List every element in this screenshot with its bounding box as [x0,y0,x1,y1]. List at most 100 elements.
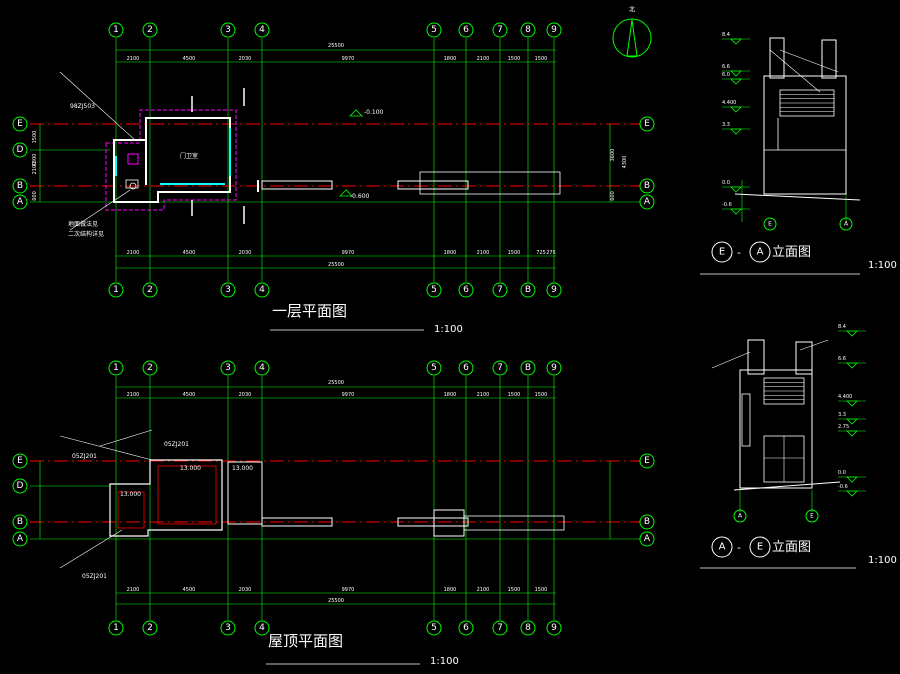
p1-axis-label-bottom: 4 [259,285,265,295]
p1-dim-right: 3600 [610,149,616,162]
p1-dim-bottom: 1500 [508,250,521,256]
plan1-room-label: 门卫室 [180,152,198,160]
p2-axis-bubble-bottom [254,620,270,636]
p2-row-label: B [644,517,650,527]
p1-dim-top: 1500 [535,56,548,62]
plan1-toilet-fixture [127,153,139,165]
elev1-leader-2 [779,49,839,73]
p1-row-label: A [17,197,24,207]
p2-axis-bubble-bottom [546,620,562,636]
plan2-scale: 1:100 [430,656,459,667]
p2-row-label: E [17,456,23,466]
north-arrow-pointer-icon [626,19,638,57]
p2-axis-label-bottom: 6 [463,623,469,633]
level-value: 0.0 [722,180,730,186]
north-label: 北 [629,6,635,14]
p2-axis-bubble-bottom [492,620,508,636]
p2-dim-bottom: 2030 [239,587,252,593]
plan1-gate-track [419,171,561,195]
plan1-drain-icon [129,182,137,190]
p2-axis-bubble-bottom [426,620,442,636]
level-value: 4.400 [838,394,852,400]
p2-axis-bubble-top [546,360,562,376]
elev2-axis-bubble-E [805,509,819,523]
elev2-title-to: E [757,542,763,553]
elev1-title-dash: - [737,246,741,259]
p1-row-bubble [12,116,28,132]
p2-row-bubble [12,514,28,530]
plan2-level-2: 13.000 [180,465,201,472]
p2-axis-bubble-top [520,360,536,376]
elev2-title: 立面图 [772,540,811,555]
plan2-total-bottom: 25500 [328,598,344,604]
p1-axis-bubble-bottom [546,282,562,298]
ground-floor-plan: -0.100 -0.600 98ZJ503 地面做法见 二次结构详见 门卫室 2… [12,22,655,335]
p2-row-label: B [17,517,23,527]
level-value: 0.0 [838,470,846,476]
p2-dim-top: 2030 [239,392,252,398]
p2-axis-label-bottom: 5 [431,623,437,633]
p2-dim-bottom: 1800 [444,587,457,593]
p1-axis-label-top: 1 [113,25,119,35]
p1-row-bubble [12,178,28,194]
p1-dim-top: 2100 [477,56,490,62]
elev1-title: 立面图 [772,245,811,260]
level-value: 6.6 [838,356,846,362]
p1-axis-bubble-top [220,22,236,38]
p1-dim-right: 4300 [622,156,628,169]
p1-dim-bottom: 2030 [239,250,252,256]
p2-axis-bubble-bottom [108,620,124,636]
level-value: 8.4 [722,32,730,38]
elev1-title-from: E [719,247,725,258]
p2-axis-label-bottom: 3 [225,623,231,633]
p1-axis-label-bottom: 6 [463,285,469,295]
p2-row-bubble [639,514,655,530]
p2-dim-bottom: 2100 [477,587,490,593]
plan1-level-marker-2 [339,189,353,197]
plan1-level-marker-1 [349,109,363,117]
p2-row-label: E [644,456,650,466]
elev1-signboard-hatch [780,94,834,112]
p2-dim-top: 2100 [477,392,490,398]
level-triangle-icon [730,70,742,77]
p1-dim-top: 1500 [508,56,521,62]
roof-plan: 05ZJ201 05ZJ201 05ZJ201 13.000 13.000 13… [12,360,655,667]
p1-axis-bubble-top [426,22,442,38]
elev1-axis-bubble-E [763,217,777,231]
level-triangle-icon [730,78,742,85]
p2-dim-top: 1500 [508,392,521,398]
elev2-leader-1 [711,351,751,369]
p1-axis-bubble-top [254,22,270,38]
p2-dim-top: 1800 [444,392,457,398]
plan1-total-bottom: 25500 [328,262,344,268]
level-value: -0.6 [838,484,848,490]
level-value: 3.3 [838,412,846,418]
p2-axis-label-bottom: 1 [113,623,119,633]
p2-row-label: D [17,481,24,491]
p2-row-bubble [639,531,655,547]
p1-axis-bubble-top [492,22,508,38]
p2-axis-label-bottom: 8 [525,623,531,633]
plan1-walls [113,117,231,203]
level-triangle-icon [846,400,858,407]
plan2-level-1: 13.000 [120,491,141,498]
p2-row-label: A [17,534,24,544]
p2-dim-bottom: 1500 [508,587,521,593]
level-triangle-icon [730,128,742,135]
plan2-note-1: 05ZJ201 [72,453,97,460]
level-triangle-icon [846,362,858,369]
level-value: -0.6 [722,202,732,208]
level-value: 6.6 [722,64,730,70]
p2-row-bubble [12,453,28,469]
p2-dim-bottom: 4500 [183,587,196,593]
p2-axis-bubble-bottom [458,620,474,636]
elev1-building [763,75,847,195]
p1-axis-label-bottom: 1 [113,285,119,295]
plan2-note-2: 05ZJ201 [82,573,107,580]
p2-axis-bubble-bottom [520,620,536,636]
elev1-axis-bubble-A [839,217,853,231]
